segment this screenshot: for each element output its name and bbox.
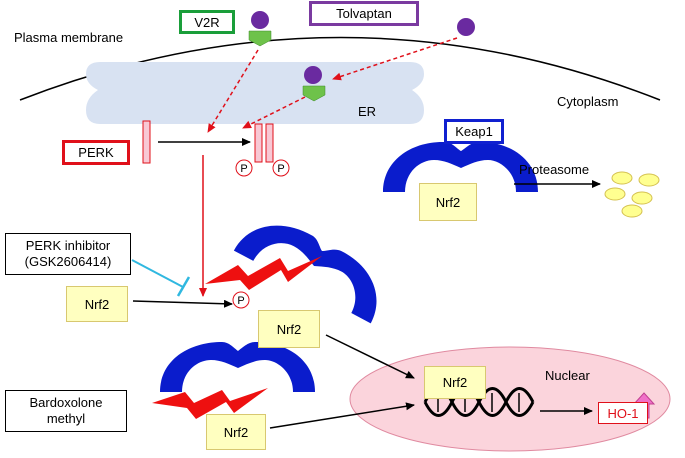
nuclear-label: Nuclear bbox=[545, 368, 590, 383]
proteasome-label: Proteasome bbox=[519, 162, 590, 177]
tolvaptan-to-er-arrow bbox=[332, 37, 458, 81]
plasma-membrane-label: Plasma membrane bbox=[14, 30, 124, 45]
proteasome-fragment-3 bbox=[604, 187, 626, 201]
bardoxolone-box: Bardoxolone methyl bbox=[5, 390, 127, 432]
phospho-label-3: P bbox=[237, 295, 244, 307]
perk-dimer-right-icon bbox=[265, 123, 274, 163]
nrf2-to-phospho-arrow bbox=[132, 299, 233, 308]
inhibitor-bar bbox=[176, 276, 191, 297]
phospho-label-1: P bbox=[240, 163, 247, 175]
phospho-circle-3 bbox=[232, 291, 250, 309]
nuclear-ellipse bbox=[349, 346, 671, 452]
tolvaptan-box: Tolvaptan bbox=[309, 1, 419, 26]
keap1-shape-bottom bbox=[160, 342, 315, 392]
lightning-middle-icon bbox=[205, 256, 322, 290]
tolvaptan-ligand-icon bbox=[457, 18, 475, 36]
bardoxolone-nrf2-to-nucleus-arrow bbox=[269, 402, 415, 429]
nrf2-box-bardoxolone: Nrf2 bbox=[206, 414, 266, 450]
ho1-box: HO-1 bbox=[598, 402, 648, 424]
proteasome-fragment-4 bbox=[631, 191, 653, 205]
nrf2-box-nuclear: Nrf2 bbox=[424, 366, 486, 399]
er-label: ER bbox=[358, 104, 377, 119]
perk-inhibitor-box: PERK inhibitor (GSK2606414) bbox=[5, 233, 131, 275]
keap1-box: Keap1 bbox=[444, 119, 504, 144]
perk-box: PERK bbox=[62, 140, 130, 165]
v2r-receptor-icon bbox=[248, 30, 272, 47]
proteasome-fragment-1 bbox=[611, 171, 633, 185]
nrf2-to-nucleus-arrow bbox=[325, 334, 415, 379]
keap1-shape-top bbox=[383, 141, 538, 192]
er-receptor-icon bbox=[302, 85, 326, 102]
v2r-box: V2R bbox=[179, 10, 235, 34]
proteasome-fragment-5 bbox=[621, 204, 643, 218]
inhibitor-line bbox=[131, 259, 184, 288]
phospho-circle-2 bbox=[272, 159, 290, 177]
er-receptor-to-perk-arrow bbox=[242, 96, 306, 129]
er-ligand-icon bbox=[304, 66, 322, 84]
v2r-to-er-arrow bbox=[207, 49, 259, 133]
perk-dimer-left-icon bbox=[254, 123, 263, 163]
nrf2-box-free: Nrf2 bbox=[66, 286, 128, 322]
cytoplasm-label: Cytoplasm bbox=[557, 94, 619, 109]
phospho-label-2: P bbox=[277, 163, 284, 175]
lightning-bottom-icon bbox=[152, 388, 268, 419]
perk-monomer-icon bbox=[142, 120, 151, 164]
phospho-circle-1 bbox=[235, 159, 253, 177]
nrf2-box-phosphorylated: Nrf2 bbox=[258, 310, 320, 348]
keap1-shape-middle bbox=[233, 225, 377, 324]
proteasome-fragment-2 bbox=[638, 173, 660, 187]
v2r-ligand-icon bbox=[251, 11, 269, 29]
nrf2-box-keap1-bound: Nrf2 bbox=[419, 183, 477, 221]
